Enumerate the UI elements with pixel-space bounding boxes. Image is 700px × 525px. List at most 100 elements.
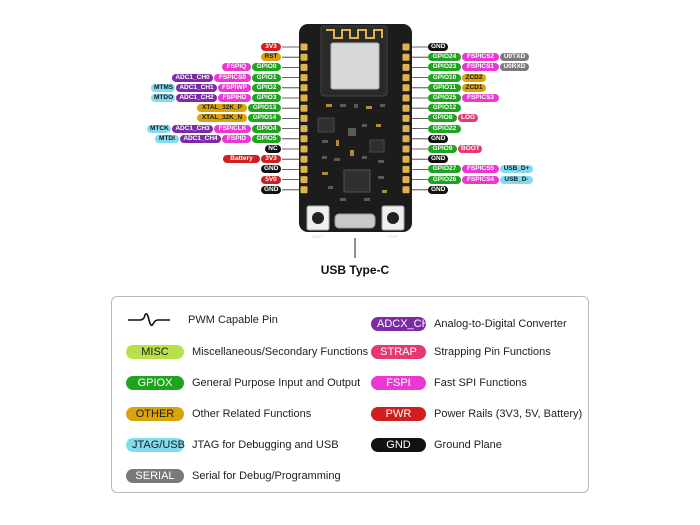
left-pin-3 bbox=[300, 63, 308, 71]
pin-label-fspiwp: FSPIWP bbox=[218, 83, 251, 92]
smd-part-2 bbox=[340, 104, 346, 107]
pin-label-fspid: FSPID bbox=[222, 134, 251, 143]
pin-label-xtal-32k-n: XTAL_32K_N bbox=[197, 114, 247, 123]
right-pin-13 bbox=[402, 165, 410, 173]
pin-label-usb-d: USB_D- bbox=[500, 175, 533, 184]
legend-item-fspi: FSPI Fast SPI Functions bbox=[371, 375, 527, 391]
smd-part-13 bbox=[350, 150, 354, 156]
pin-label-adc1-ch2: ADC1_CH2 bbox=[176, 94, 217, 102]
pwm-wave-icon bbox=[128, 313, 170, 327]
smd-part-17 bbox=[328, 186, 333, 189]
usb-type-c-caption: USB Type-C bbox=[320, 263, 390, 277]
left-pin-9 bbox=[300, 125, 308, 133]
pin-label-gpio4: GPIO4 bbox=[252, 124, 281, 133]
pin-label-fspiclk: FSPICLK bbox=[214, 124, 251, 133]
pin-label-u0rxd: U0RXD bbox=[500, 63, 529, 72]
smd-part-4 bbox=[366, 106, 372, 109]
right-pin-11 bbox=[402, 145, 410, 153]
pin-label-gpio26: GPIO26 bbox=[428, 175, 461, 184]
pin-label-gpio11: GPIO11 bbox=[428, 83, 461, 92]
legend-chip-other: OTHER bbox=[126, 407, 184, 421]
header-pins bbox=[300, 43, 410, 194]
right-pin-8 bbox=[402, 114, 410, 122]
left-pin-7 bbox=[300, 104, 308, 112]
left-pin-13 bbox=[300, 165, 308, 173]
left-pin-12 bbox=[300, 155, 308, 163]
smd-part-6 bbox=[322, 140, 328, 143]
mcu-chip bbox=[343, 169, 371, 193]
pin-label-gnd: GND bbox=[428, 43, 448, 51]
pin-label-mtdi: MTDI bbox=[155, 134, 179, 143]
smd-part-3 bbox=[354, 104, 358, 108]
smd-part-16 bbox=[322, 172, 328, 175]
legend-chip-gnd: GND bbox=[371, 438, 426, 452]
boot-button-label: BOOT bbox=[312, 234, 324, 239]
right-pin-14 bbox=[402, 176, 410, 184]
legend-chip-strap: STRAP bbox=[371, 345, 426, 359]
pin-label-fspihd: FSPIHD bbox=[218, 94, 251, 102]
left-pin-14 bbox=[300, 176, 308, 184]
legend-text-jtag-usb: JTAG for Debugging and USB bbox=[192, 439, 339, 451]
pin-label-battery: Battery bbox=[223, 155, 260, 164]
pin-label-mtms: MTMS bbox=[151, 83, 175, 92]
pin-label-fspics0: FSPICS0 bbox=[214, 73, 251, 82]
legend-text-gpiox: General Purpose Input and Output bbox=[192, 377, 361, 389]
legend-chip-jtag-usb: JTAG/USB bbox=[126, 438, 185, 452]
module-shield bbox=[330, 42, 380, 90]
right-pin-1 bbox=[402, 43, 410, 51]
smd-part-5 bbox=[380, 104, 385, 107]
smd-part-7 bbox=[336, 140, 339, 146]
right-pin-10 bbox=[402, 135, 410, 143]
smd-part-8 bbox=[348, 128, 356, 136]
pin-label-gpio9: GPIO9 bbox=[428, 145, 457, 153]
smd-components bbox=[322, 104, 387, 201]
smd-part-10 bbox=[376, 124, 381, 127]
legend-chip-adcx-ch: ADCX_CH bbox=[371, 317, 430, 331]
pin-label-fspics1: FSPICS1 bbox=[462, 63, 499, 72]
pin-label-xtal-32k-p: XTAL_32K_P bbox=[197, 104, 247, 113]
pin-label-adc1-ch4: ADC1_CH4 bbox=[180, 134, 221, 143]
power-button-label: PWR bbox=[388, 234, 397, 239]
left-pin-2 bbox=[300, 53, 308, 61]
smd-part-18 bbox=[378, 176, 384, 179]
smd-part-12 bbox=[334, 158, 340, 161]
right-pin-6 bbox=[402, 94, 410, 102]
left-pin-6 bbox=[300, 94, 308, 102]
smd-part-20 bbox=[340, 198, 346, 201]
legend-text-misc: Miscellaneous/Secondary Functions bbox=[192, 346, 369, 358]
pin-label-zcd1: ZCD1 bbox=[462, 83, 486, 92]
right-pin-5 bbox=[402, 84, 410, 92]
pin-label-gpio5: GPIO5 bbox=[252, 134, 281, 143]
pin-label-gpio25: GPIO25 bbox=[428, 94, 461, 102]
right-pin-12 bbox=[402, 155, 410, 163]
regulator-chip bbox=[317, 117, 335, 133]
pin-label-gpio1: GPIO1 bbox=[252, 73, 281, 82]
legend-text-fspi: Fast SPI Functions bbox=[434, 377, 527, 389]
pin-label-5v0: 5V0 bbox=[261, 175, 281, 184]
pin-label-usb-d: USB_D+ bbox=[500, 165, 533, 174]
pin-label-mtdo: MTDO bbox=[151, 94, 175, 102]
right-pin-4 bbox=[402, 74, 410, 82]
legend-chip-fspi: FSPI bbox=[371, 376, 426, 390]
legend-chip-misc: MISC bbox=[126, 345, 184, 359]
smd-part-19 bbox=[382, 190, 387, 193]
legend-text-adcx-ch: Analog-to-Digital Converter bbox=[434, 318, 567, 330]
pin-label-gpio10: GPIO10 bbox=[428, 73, 461, 82]
smd-part-21 bbox=[364, 198, 370, 201]
pin-label-gpio13: GPIO13 bbox=[248, 104, 281, 113]
pin-label-gpio8: GPIO8 bbox=[428, 114, 457, 123]
pin-label-gpio27: GPIO27 bbox=[428, 165, 461, 174]
pin-label-gnd: GND bbox=[428, 185, 448, 194]
smd-part-1 bbox=[326, 104, 332, 107]
legend-chip-pwr: PWR bbox=[371, 407, 426, 421]
pin-label-fspics4: FSPICS4 bbox=[462, 175, 499, 184]
pin-label-3v3: 3V3 bbox=[261, 155, 281, 164]
left-pin-1 bbox=[300, 43, 308, 51]
right-pin-15 bbox=[402, 186, 410, 194]
smd-part-11 bbox=[322, 156, 327, 159]
pin-label-gpio3: GPIO3 bbox=[252, 94, 281, 102]
right-pin-2 bbox=[402, 53, 410, 61]
